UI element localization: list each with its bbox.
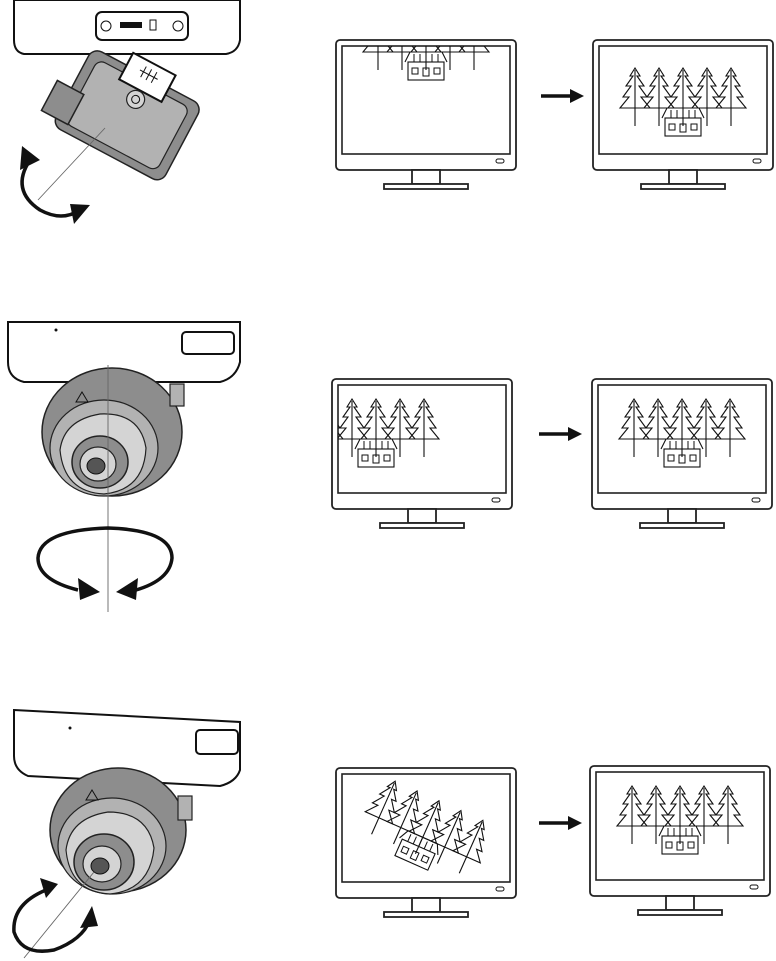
monitor-after-pan xyxy=(592,379,772,528)
monitor-after-rotate xyxy=(590,766,770,915)
transition-arrow xyxy=(539,427,582,441)
camera-rotate-icon xyxy=(14,710,240,958)
monitor-before-pan xyxy=(313,379,512,528)
transition-arrow xyxy=(539,816,582,830)
camera-tilt-icon xyxy=(14,0,240,224)
transition-arrow xyxy=(541,89,584,103)
monitor-after-tilt xyxy=(593,40,773,189)
monitor-before-rotate xyxy=(336,768,516,917)
monitor-before-tilt xyxy=(336,12,516,189)
camera-pan-icon xyxy=(8,322,240,612)
